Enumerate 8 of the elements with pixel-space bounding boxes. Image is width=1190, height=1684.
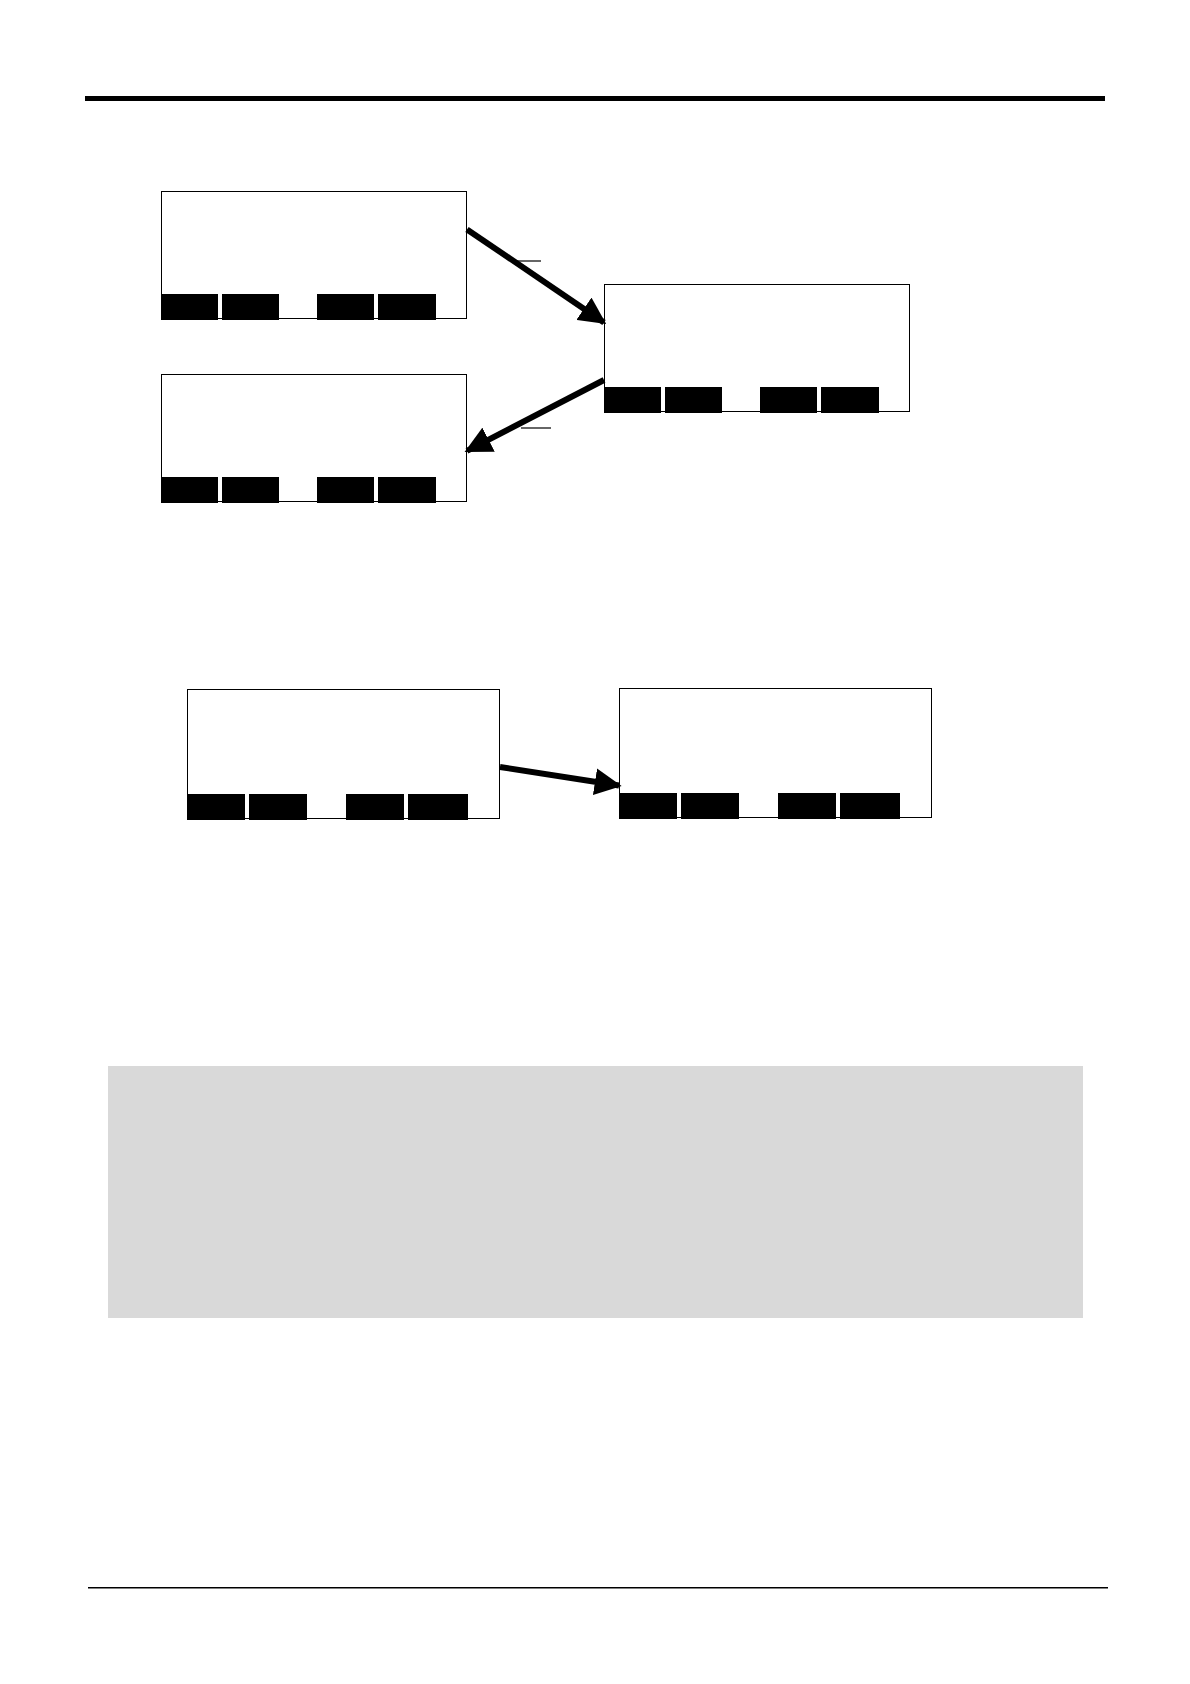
arrow: [465, 226, 607, 325]
arrow: [499, 764, 622, 796]
screen-box: [187, 689, 500, 819]
arrow: [464, 377, 606, 454]
screen-box: [161, 191, 467, 319]
screen-box: [161, 374, 467, 502]
screen-box: [604, 284, 910, 412]
screen-box: [619, 688, 932, 818]
